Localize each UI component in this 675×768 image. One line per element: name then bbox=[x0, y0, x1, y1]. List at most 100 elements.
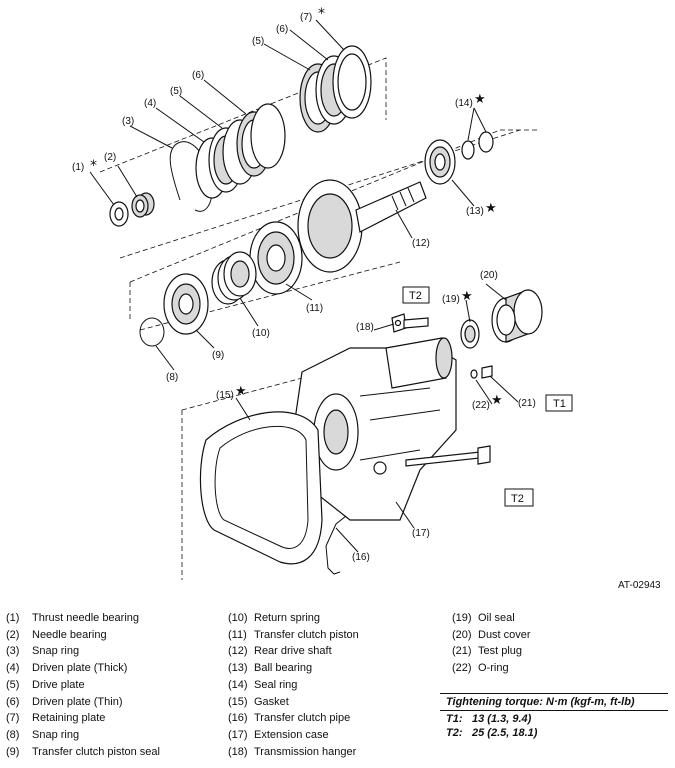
legend-item-name: Extension case bbox=[254, 728, 329, 741]
asterisk-mark-1: * bbox=[90, 158, 97, 174]
legend-column-2: (10)Return spring(11) Transfer clutch pis… bbox=[228, 610, 359, 760]
legend-item-name: Seal ring bbox=[254, 678, 298, 691]
torque-value: 13 (1.3, 9.4) bbox=[472, 713, 532, 725]
callout-17: (17) bbox=[412, 528, 430, 539]
torque-key: T1: bbox=[446, 713, 463, 725]
torque-rows: T1: 13 (1.3, 9.4)T2:25 (2.5, 18.1) bbox=[440, 711, 668, 739]
legend-item-number: (15) bbox=[228, 695, 248, 708]
legend-item-name: Ball bearing bbox=[254, 662, 313, 675]
callout-4: (4) bbox=[144, 98, 156, 109]
legend-item: (14) Seal ring bbox=[228, 677, 359, 694]
torque-table: Tightening torque: N·m (kgf-m, ft-lb) T1… bbox=[440, 693, 668, 739]
legend-item-number: (8) bbox=[6, 728, 20, 741]
legend-item-number: (20) bbox=[452, 628, 472, 641]
callout-8: (8) bbox=[166, 372, 178, 383]
torque-tag-t1 bbox=[545, 394, 573, 412]
legend-item-number: (11) bbox=[228, 628, 247, 641]
legend-item-number: (17) bbox=[228, 728, 248, 741]
legend-item: (10)Return spring bbox=[228, 610, 359, 627]
legend-item-name: Test plug bbox=[478, 645, 523, 658]
legend-item-number: (5) bbox=[6, 678, 20, 691]
needle-bearing bbox=[131, 192, 155, 218]
legend-item: (19)Oil seal bbox=[452, 610, 531, 627]
torque-tag-t2-upper bbox=[402, 286, 430, 304]
callout-6-front: (6) bbox=[192, 70, 204, 81]
exploded-diagram: (1) * (2) (3) (4) (5) (6) (5) (6) (7) * … bbox=[72, 6, 661, 591]
legend-item-name: Needle bearing bbox=[32, 628, 107, 641]
seal-rings bbox=[461, 131, 494, 160]
callout-20: (20) bbox=[480, 270, 498, 281]
return-spring bbox=[211, 251, 257, 305]
legend-column-3: (19)Oil seal(20)Dust cover(21)Test plug(… bbox=[452, 610, 531, 677]
rear-plate-pack bbox=[299, 45, 372, 133]
legend-item-name: Transfer clutch piston bbox=[254, 628, 359, 641]
legend-item: (11) Transfer clutch piston bbox=[228, 627, 359, 644]
callout-16: (16) bbox=[352, 552, 370, 563]
callout-14: (14) bbox=[455, 98, 473, 109]
legend-item-name: Oil seal bbox=[478, 612, 515, 624]
callout-22: (22) bbox=[472, 400, 490, 411]
legend-item: (15) Gasket bbox=[228, 694, 359, 711]
legend-item-name: Transmission hanger bbox=[254, 745, 357, 758]
callout-6-rear: (6) bbox=[276, 24, 288, 35]
legend-item-name: Snap ring bbox=[32, 645, 80, 658]
legend-item-name: Retaining plate bbox=[32, 712, 106, 725]
legend-item-number: (4) bbox=[6, 662, 20, 675]
legend-item: (1)Thrust needle bearing bbox=[6, 610, 160, 627]
torque-tag-t2-lower-label: T2 bbox=[511, 493, 524, 505]
legend-item-name: Thrust needle bearing bbox=[32, 612, 140, 624]
legend-item: (2) Needle bearing bbox=[6, 627, 160, 644]
transmission-hanger bbox=[391, 313, 429, 333]
callout-13: (13) bbox=[466, 206, 484, 217]
legend-item-number: (22) bbox=[452, 662, 472, 675]
test-plug bbox=[481, 365, 493, 379]
legend-item-name: Transfer clutch pipe bbox=[254, 712, 351, 725]
star-mark-22: ★ bbox=[491, 393, 503, 408]
clutch-plate-pack bbox=[195, 103, 286, 199]
torque-row: T2:25 (2.5, 18.1) bbox=[440, 725, 668, 739]
torque-value: 25 (2.5, 18.1) bbox=[472, 727, 538, 739]
callout-7: (7) bbox=[300, 12, 312, 23]
legend-item: (3) Snap ring bbox=[6, 643, 160, 660]
legend-item: (5)Drive plate bbox=[6, 677, 160, 694]
transfer-clutch-pipe bbox=[325, 515, 347, 575]
legend-item-number: (2) bbox=[6, 628, 20, 641]
legend-item: (13)Ball bearing bbox=[228, 660, 359, 677]
gasket bbox=[199, 411, 323, 565]
legend-item: (18)Transmission hanger bbox=[228, 744, 359, 761]
callout-1: (1) bbox=[72, 162, 84, 173]
dust-cover bbox=[491, 289, 543, 343]
callout-5-front: (5) bbox=[170, 86, 182, 97]
piston-seal bbox=[163, 273, 209, 335]
ball-bearing bbox=[424, 139, 456, 185]
torque-tag-t2-lower bbox=[504, 488, 534, 507]
legend-item: (22) O-ring bbox=[452, 660, 531, 677]
legend-item-number: (7) bbox=[6, 712, 20, 725]
legend-item-number: (9) bbox=[6, 745, 20, 758]
torque-table-title: Tightening torque: N·m (kgf-m, ft-lb) bbox=[440, 693, 668, 711]
star-mark-19: ★ bbox=[461, 289, 473, 304]
legend-item: (21)Test plug bbox=[452, 643, 531, 660]
legend-item-number: (12) bbox=[228, 645, 248, 658]
legend-item-name: Snap ring bbox=[32, 728, 80, 741]
legend-item-number: (6) bbox=[6, 695, 20, 708]
legend-item-number: (14) bbox=[228, 678, 248, 691]
legend-item-number: (10) bbox=[228, 612, 248, 624]
o-ring bbox=[470, 369, 478, 379]
legend-item: (20) Dust cover bbox=[452, 627, 531, 644]
legend-item-name: O-ring bbox=[478, 662, 509, 675]
legend-item-name: Gasket bbox=[254, 695, 289, 708]
legend-item: (8) Snap ring bbox=[6, 727, 160, 744]
legend-item-number: (3) bbox=[6, 645, 20, 658]
extension-case-bolt bbox=[405, 445, 491, 467]
leader-lines bbox=[89, 19, 519, 553]
torque-tag-t2-upper-label: T2 bbox=[409, 290, 422, 302]
extension-case bbox=[291, 337, 457, 521]
legend-item-name: Dust cover bbox=[478, 628, 531, 641]
callout-12: (12) bbox=[412, 238, 430, 249]
callout-18: (18) bbox=[356, 322, 374, 333]
callout-10: (10) bbox=[252, 328, 270, 339]
oil-seal bbox=[460, 319, 480, 349]
legend-item: (17) Extension case bbox=[228, 727, 359, 744]
callout-2: (2) bbox=[104, 152, 116, 163]
